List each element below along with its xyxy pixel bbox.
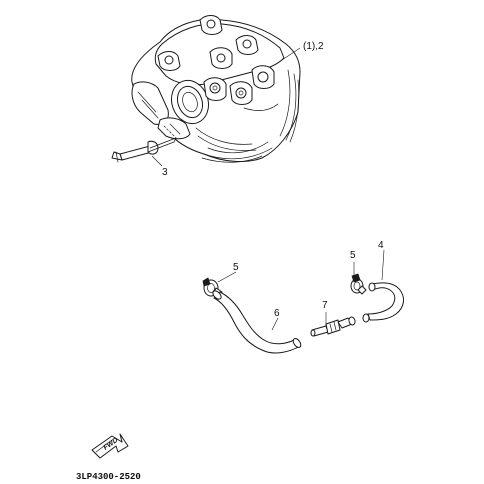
- callout-hose-6: 6: [274, 308, 280, 319]
- catalog-code: 3LP4300-2520: [76, 472, 141, 482]
- leader-lines: [151, 47, 385, 331]
- breather-pipe[interactable]: [111, 125, 177, 163]
- callout-clip-5-right: 5: [350, 250, 356, 261]
- callout-valve-7: 7: [322, 300, 328, 311]
- callout-hose-4: 4: [378, 240, 384, 251]
- fwd-arrow-icon: FWD: [91, 433, 129, 459]
- hose-clip-right[interactable]: [350, 273, 367, 295]
- hose-6[interactable]: [211, 289, 302, 354]
- cylinder-head[interactable]: [131, 15, 301, 163]
- hose-4[interactable]: [362, 282, 404, 323]
- callout-cylinder-head: (1),2: [303, 41, 324, 52]
- callout-pipe: 3: [162, 167, 168, 178]
- callout-clip-5-left: 5: [233, 262, 239, 273]
- one-way-valve[interactable]: [310, 316, 356, 337]
